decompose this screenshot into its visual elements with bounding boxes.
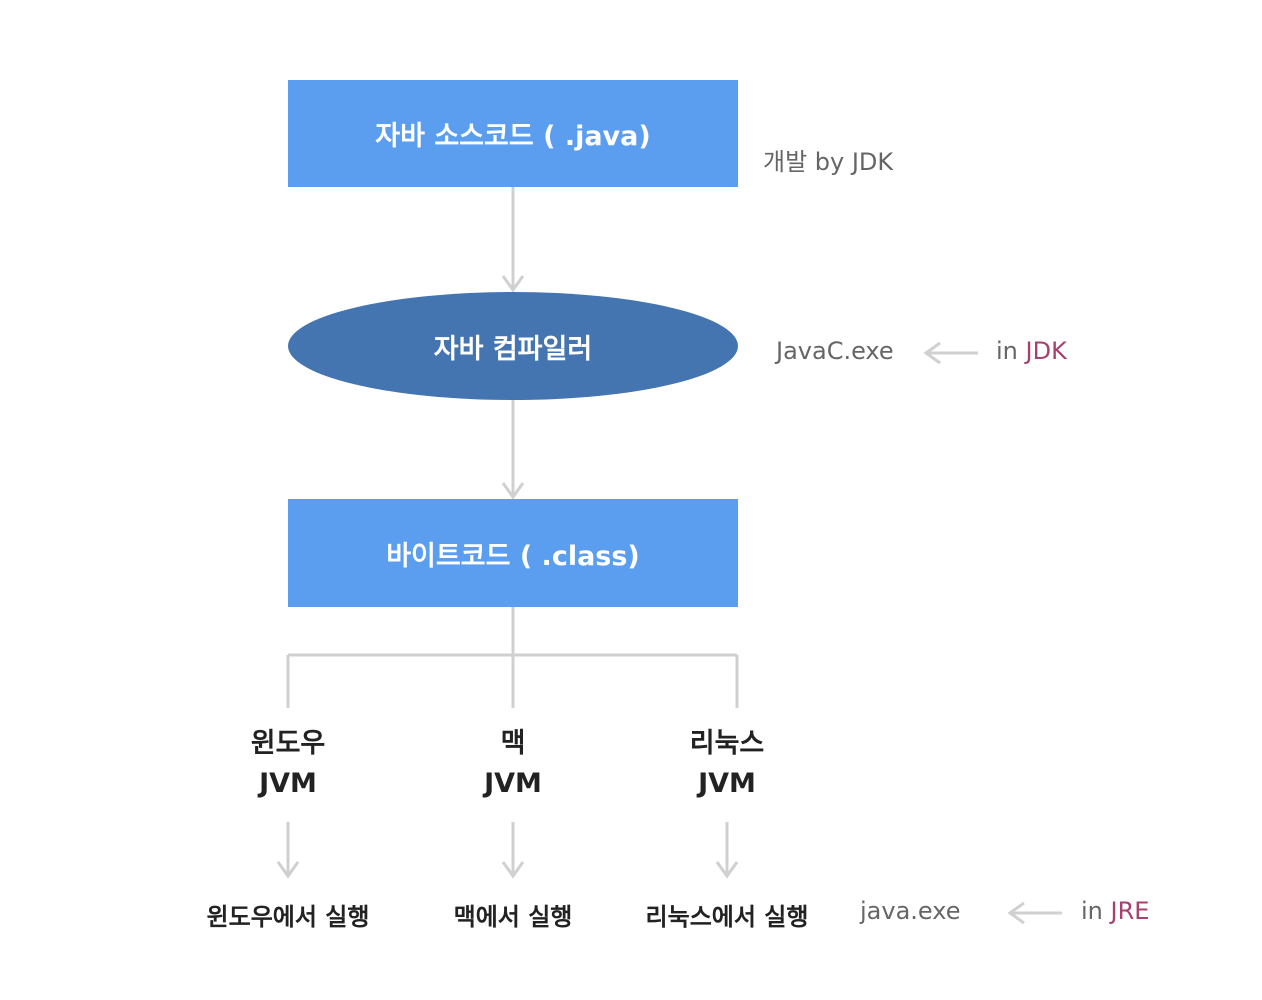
in-jre-note: in JRE bbox=[1081, 897, 1149, 925]
windows-os-label: 윈도우 bbox=[250, 728, 326, 759]
in-jdk-note: in JDK bbox=[996, 337, 1067, 365]
mac-os-label: 맥 bbox=[500, 728, 526, 759]
linux-jvm-label: JVM bbox=[698, 768, 756, 799]
mac-jvm-label: JVM bbox=[484, 768, 542, 799]
jdk-label: JDK bbox=[1025, 337, 1067, 365]
arrowhead-jdk bbox=[923, 341, 941, 365]
compiler-label: 자바 컴파일러 bbox=[433, 333, 593, 365]
windows-run-label: 윈도우에서 실행 bbox=[206, 903, 370, 931]
linux-run-label: 리눅스에서 실행 bbox=[645, 903, 809, 931]
linux-jvm: 리눅스 JVM bbox=[637, 724, 817, 804]
arrowhead-jre bbox=[1007, 901, 1025, 925]
jre-label: JRE bbox=[1110, 897, 1150, 925]
bytecode-box: 바이트코드 ( .class) bbox=[288, 499, 738, 607]
windows-jvm-label: JVM bbox=[259, 768, 317, 799]
source-code-label: 자바 소스코드 ( .java) bbox=[375, 121, 651, 152]
source-code-box: 자바 소스코드 ( .java) bbox=[288, 80, 738, 187]
in-jdk-prefix: in bbox=[996, 337, 1026, 365]
arrowhead-bytecode bbox=[501, 482, 525, 500]
arrowhead-windows-run bbox=[276, 861, 300, 879]
arrowhead-compiler bbox=[501, 275, 525, 293]
mac-jvm: 맥 JVM bbox=[423, 724, 603, 804]
in-jre-prefix: in bbox=[1081, 897, 1111, 925]
arrowhead-linux-run bbox=[715, 861, 739, 879]
linux-os-label: 리눅스 bbox=[689, 728, 765, 759]
windows-jvm: 윈도우 JVM bbox=[198, 724, 378, 804]
compiler-ellipse: 자바 컴파일러 bbox=[288, 292, 738, 400]
java-exe-note: java.exe bbox=[860, 897, 961, 925]
bytecode-label: 바이트코드 ( .class) bbox=[386, 540, 640, 572]
develop-note: 개발 by JDK bbox=[763, 148, 894, 176]
mac-run-label: 맥에서 실행 bbox=[453, 903, 573, 931]
arrowhead-mac-run bbox=[501, 861, 525, 879]
javac-exe-note: JavaC.exe bbox=[776, 337, 894, 365]
